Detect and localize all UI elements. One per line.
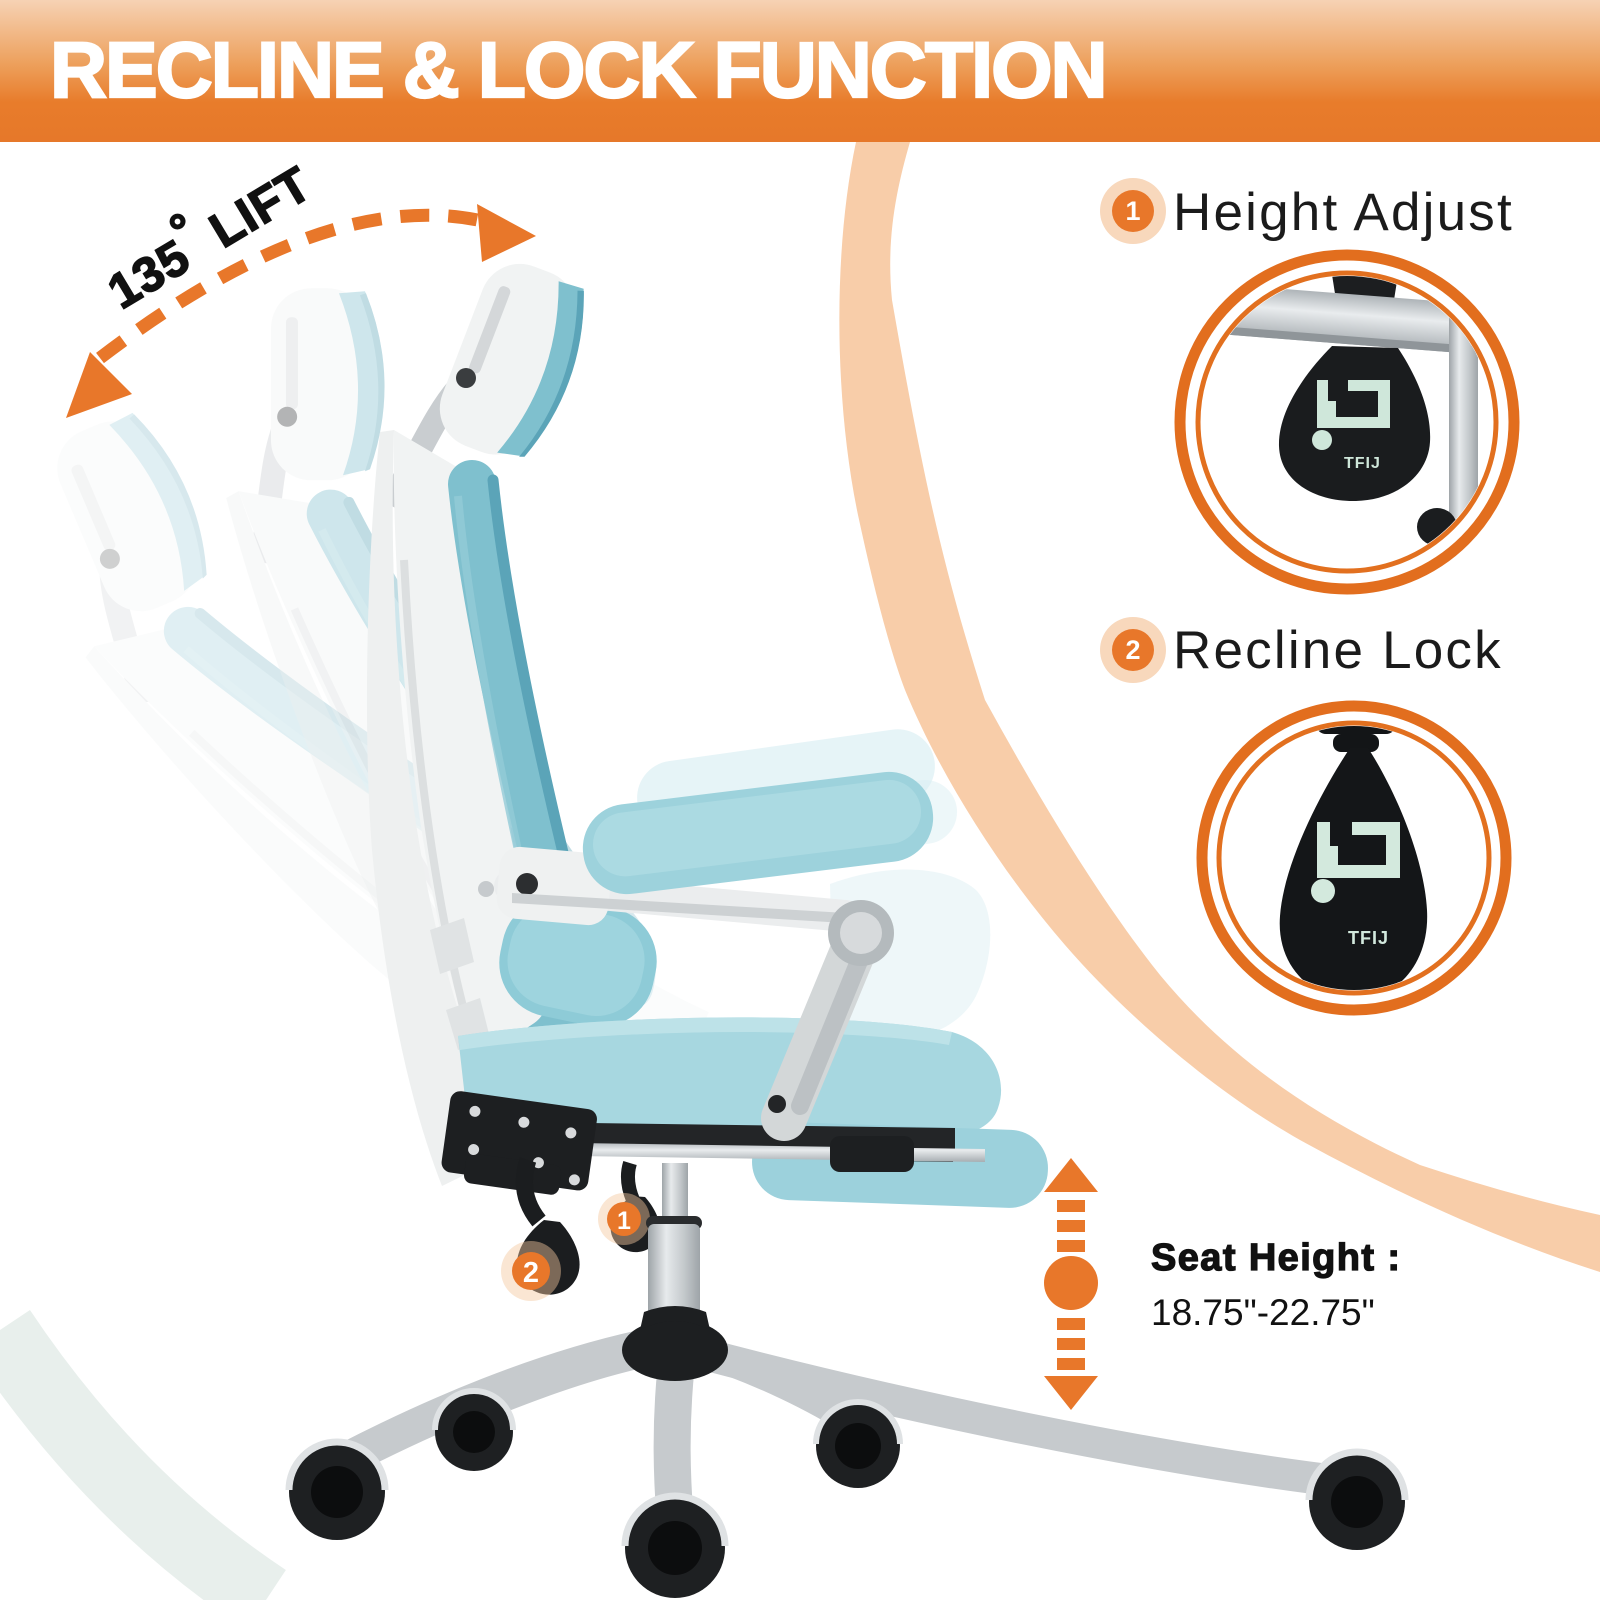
svg-text:TFIJ: TFIJ (1344, 455, 1381, 472)
svg-text:1: 1 (617, 1207, 631, 1235)
svg-text:2: 2 (523, 1257, 539, 1289)
svg-text:TFIJ: TFIJ (1348, 928, 1389, 948)
